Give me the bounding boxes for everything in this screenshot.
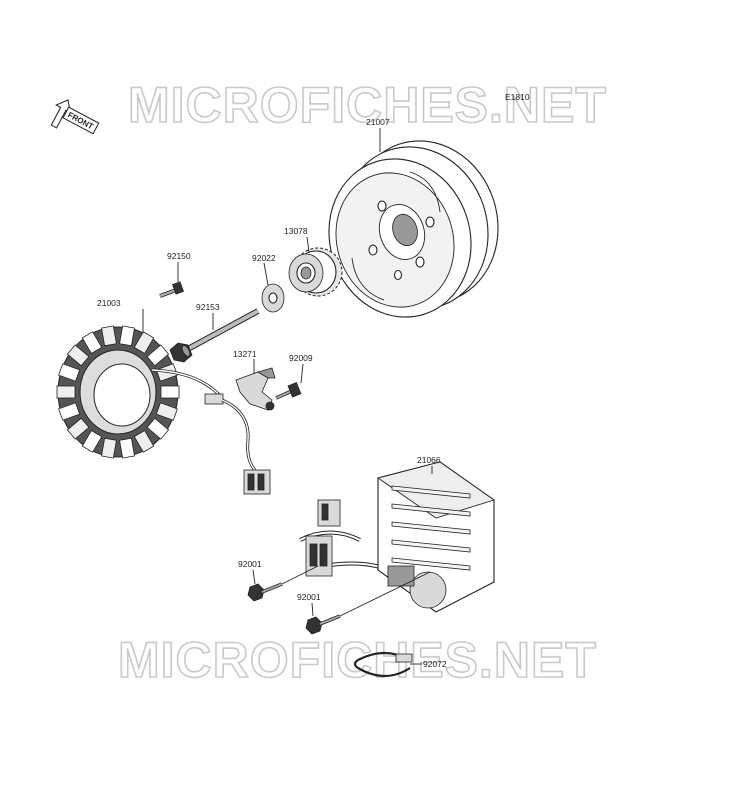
label-92001-left: 92001 — [238, 559, 262, 569]
heat-sink-fin — [391, 503, 471, 517]
part-band-clamp — [353, 651, 413, 678]
stator-tooth — [81, 430, 103, 453]
label-21066: 21066 — [417, 455, 441, 465]
stator-tooth — [81, 331, 103, 354]
heat-sink-fin — [391, 521, 471, 535]
stator-tooth — [58, 363, 81, 382]
stator-tooth — [133, 331, 155, 354]
stator-tooth — [56, 385, 76, 399]
stator-tooth — [133, 430, 155, 453]
watermark-top: MICROFICHES.NET — [128, 77, 607, 133]
part-bolt-92001-right — [305, 571, 431, 635]
label-92009: 92009 — [289, 353, 313, 363]
label-92072: 92072 — [423, 659, 447, 669]
part-bolt-92001-left — [247, 565, 319, 602]
stator-tooth — [101, 437, 117, 459]
heat-sink-fin — [391, 485, 471, 499]
label-13271: 13271 — [233, 349, 257, 359]
part-screw-92009 — [275, 382, 302, 400]
part-flywheel-rotor — [328, 140, 499, 318]
part-starter-gear — [288, 247, 343, 297]
label-13078: 13078 — [284, 226, 308, 236]
part-washer — [261, 283, 285, 313]
stator-tooth — [101, 325, 117, 347]
heat-sink-fin — [391, 539, 471, 553]
label-92150: 92150 — [167, 251, 191, 261]
part-regulator-rectifier — [299, 461, 496, 613]
part-bolt-92150 — [159, 281, 184, 298]
part-bracket — [235, 367, 276, 411]
label-92153: 92153 — [196, 302, 220, 312]
part-rotor-bolt — [169, 308, 260, 363]
stator-tooth — [66, 417, 90, 440]
heat-sink-fin — [391, 557, 471, 571]
figure-code: E1810 — [505, 92, 530, 102]
stator-tooth — [119, 325, 135, 347]
stator-connector — [243, 469, 271, 495]
label-21007: 21007 — [366, 117, 390, 127]
stator-tooth — [66, 344, 90, 367]
label-92022: 92022 — [252, 253, 276, 263]
label-21003: 21003 — [97, 298, 121, 308]
stator-tooth — [146, 344, 170, 367]
stator-tooth — [155, 402, 178, 421]
part-stator — [56, 325, 257, 472]
label-92001-right: 92001 — [297, 592, 321, 602]
stator-tooth — [119, 437, 135, 459]
stator-tooth — [146, 417, 170, 440]
front-arrow-icon: FRONT — [50, 99, 100, 135]
stator-tooth — [160, 385, 180, 399]
stator-tooth — [58, 402, 81, 421]
rotor-center-spline — [392, 213, 418, 247]
